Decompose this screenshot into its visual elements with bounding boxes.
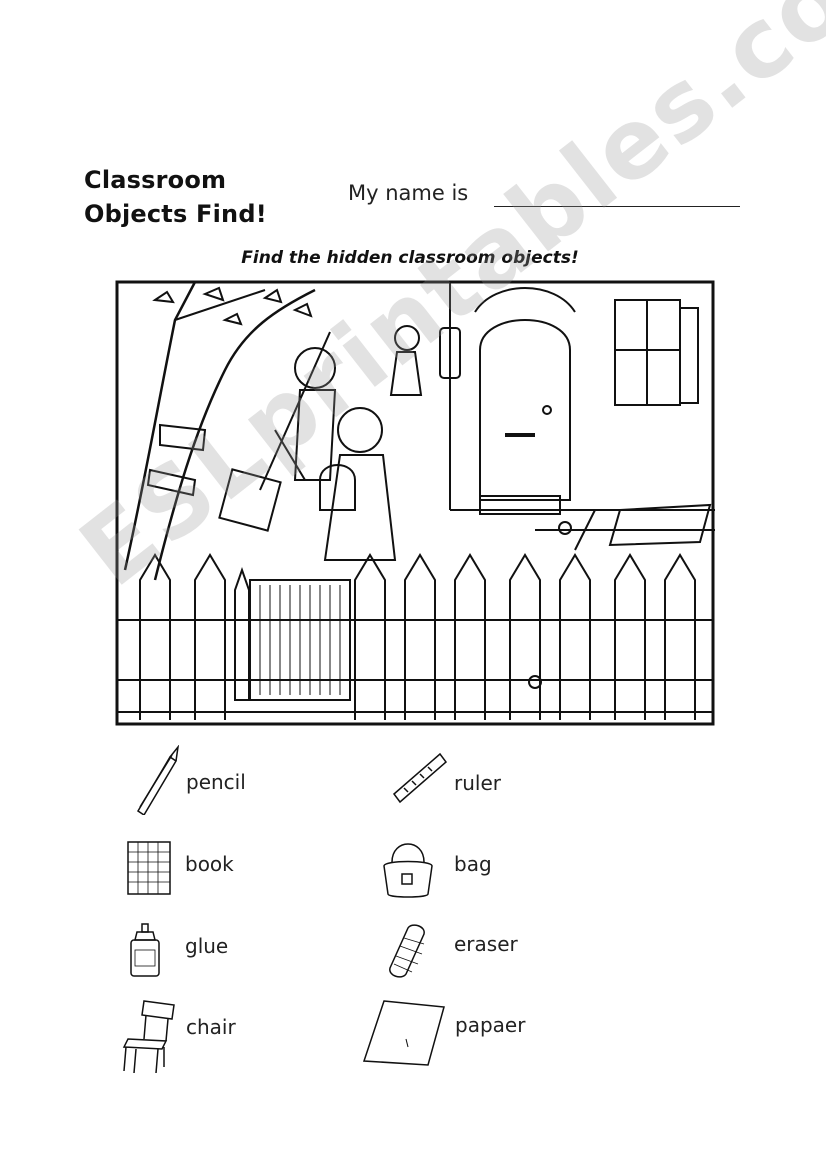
- item-label-glue: glue: [185, 934, 229, 958]
- instruction-text: Find the hidden classroom objects!: [241, 248, 579, 268]
- item-eraser: eraser: [382, 920, 582, 980]
- book-icon: [127, 841, 171, 895]
- hidden-objects-scene: [115, 280, 715, 726]
- item-ruler: ruler: [390, 750, 590, 810]
- item-pencil: pencil: [130, 745, 330, 815]
- title-line-1: Classroom: [84, 166, 227, 194]
- name-field-line[interactable]: [494, 206, 740, 207]
- item-label-chair: chair: [186, 1015, 236, 1039]
- item-label-book: book: [185, 852, 234, 876]
- item-paper: papaer: [360, 995, 580, 1066]
- pencil-icon: [136, 745, 180, 815]
- worksheet-title: Classroom Objects Find!: [84, 163, 324, 231]
- item-chair: chair: [118, 995, 318, 1074]
- item-label-eraser: eraser: [454, 932, 518, 956]
- item-label-pencil: pencil: [186, 770, 246, 794]
- paper-icon: [362, 1000, 445, 1066]
- ruler-icon: [392, 752, 448, 804]
- chair-icon: [122, 1000, 175, 1074]
- glue-icon: [130, 923, 160, 977]
- title-line-2: Objects Find!: [84, 200, 267, 228]
- item-label-ruler: ruler: [454, 771, 501, 795]
- item-label-bag: bag: [454, 852, 492, 876]
- item-bag: bag: [378, 832, 578, 898]
- bag-icon: [383, 843, 433, 898]
- eraser-icon: [389, 924, 425, 978]
- item-glue: glue: [125, 920, 325, 980]
- name-prompt: My name is: [348, 181, 469, 205]
- item-label-paper: papaer: [455, 1013, 526, 1037]
- item-book: book: [125, 838, 325, 898]
